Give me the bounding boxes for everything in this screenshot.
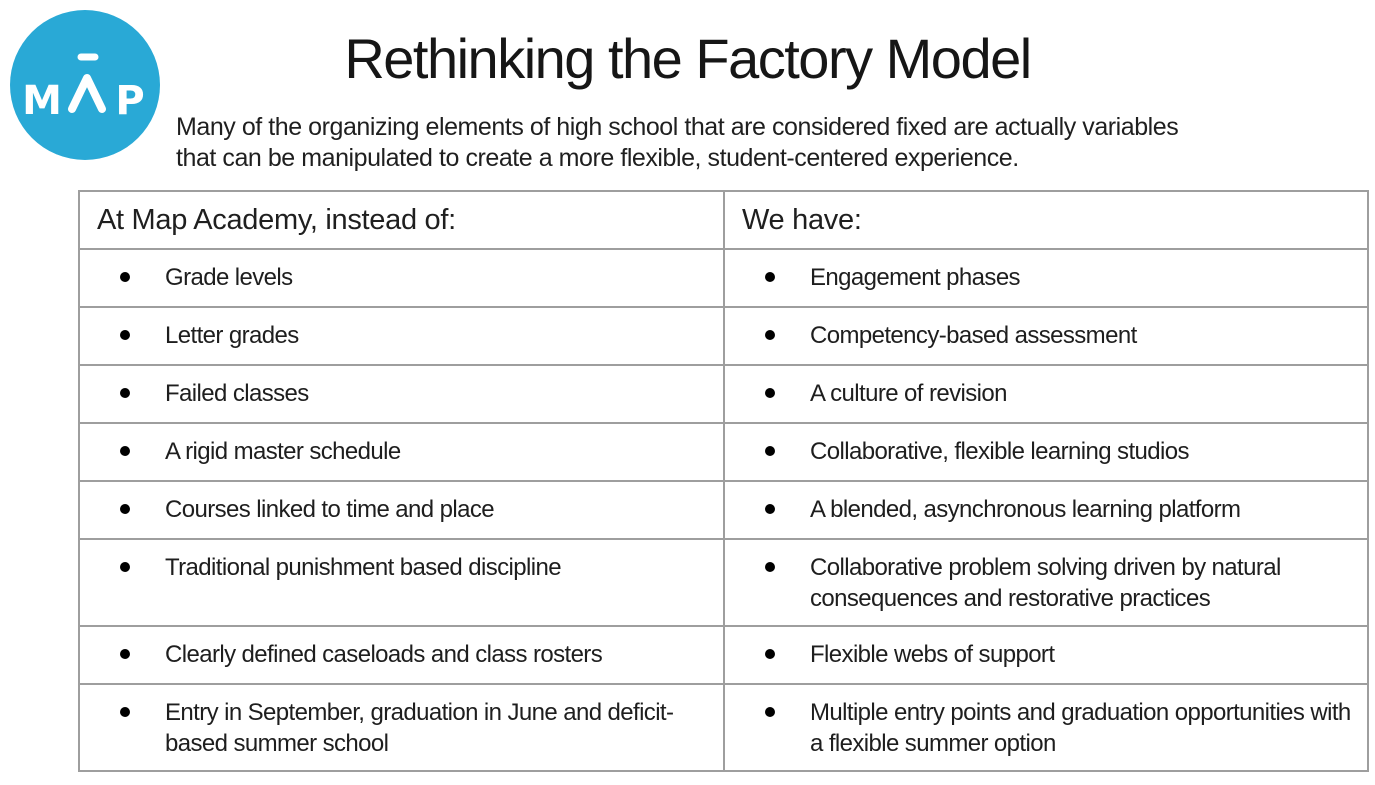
page-title: Rethinking the Factory Model (344, 27, 1032, 90)
bullet-icon (120, 562, 130, 572)
table-header-row: At Map Academy, instead of: We have: (78, 190, 1369, 250)
table-row: Grade levels Engagement phases (78, 248, 1369, 308)
bullet-icon (120, 649, 130, 659)
logo-caret-icon (68, 74, 106, 113)
bullet-icon (120, 446, 130, 456)
cell-text: Letter grades (165, 322, 299, 349)
logo-letter-m: M (22, 78, 62, 124)
cell-text: Multiple entry points and graduation opp… (810, 699, 1351, 757)
cell-text: Grade levels (165, 264, 293, 291)
cell-text: A culture of revision (810, 380, 1007, 407)
cell-text: A blended, asynchronous learning platfor… (810, 496, 1241, 523)
cell-text: Collaborative problem solving driven by … (810, 554, 1281, 612)
bullet-icon (765, 649, 775, 659)
cell-text: Entry in September, graduation in June a… (165, 699, 674, 757)
cell-text: Competency-based assessment (810, 322, 1137, 349)
bullet-icon (765, 504, 775, 514)
bullet-icon (120, 388, 130, 398)
table-row: A rigid master schedule Collaborative, f… (78, 422, 1369, 482)
cell-text: Clearly defined caseloads and class rost… (165, 641, 603, 668)
logo-graphic: M P (10, 10, 160, 160)
bullet-icon (765, 446, 775, 456)
table-row: Failed classes A culture of revision (78, 364, 1369, 424)
bullet-icon (765, 272, 775, 282)
column-header-we-have: We have: (723, 190, 1369, 250)
table-row: Courses linked to time and place A blend… (78, 480, 1369, 540)
cell-text: Flexible webs of support (810, 641, 1055, 668)
bullet-icon (120, 707, 130, 717)
bullet-icon (120, 272, 130, 282)
bullet-icon (765, 562, 775, 572)
table-row: Entry in September, graduation in June a… (78, 683, 1369, 772)
column-header-instead-of: At Map Academy, instead of: (78, 190, 725, 250)
table-row: Letter grades Competency-based assessmen… (78, 306, 1369, 366)
cell-text: Engagement phases (810, 264, 1021, 291)
map-academy-logo: M P (10, 10, 160, 160)
cell-text: Collaborative, flexible learning studios (810, 438, 1190, 465)
logo-letter-p: P (115, 78, 144, 124)
cell-text: A rigid master schedule (165, 438, 401, 465)
subtitle-line: that can be manipulated to create a more… (176, 144, 1019, 172)
bullet-icon (120, 504, 130, 514)
cell-text: Traditional punishment based discipline (165, 554, 562, 581)
bullet-icon (765, 330, 775, 340)
bullet-icon (120, 330, 130, 340)
comparison-table: At Map Academy, instead of: We have: Gra… (78, 190, 1369, 772)
bullet-icon (765, 707, 775, 717)
cell-text: Courses linked to time and place (165, 496, 495, 523)
subtitle-line: Many of the organizing elements of high … (176, 113, 1179, 141)
bullet-icon (765, 388, 775, 398)
subtitle: Many of the organizing elements of high … (176, 112, 1179, 174)
table-row: Clearly defined caseloads and class rost… (78, 625, 1369, 685)
cell-text: Failed classes (165, 380, 309, 407)
table-row: Traditional punishment based discipline … (78, 538, 1369, 627)
